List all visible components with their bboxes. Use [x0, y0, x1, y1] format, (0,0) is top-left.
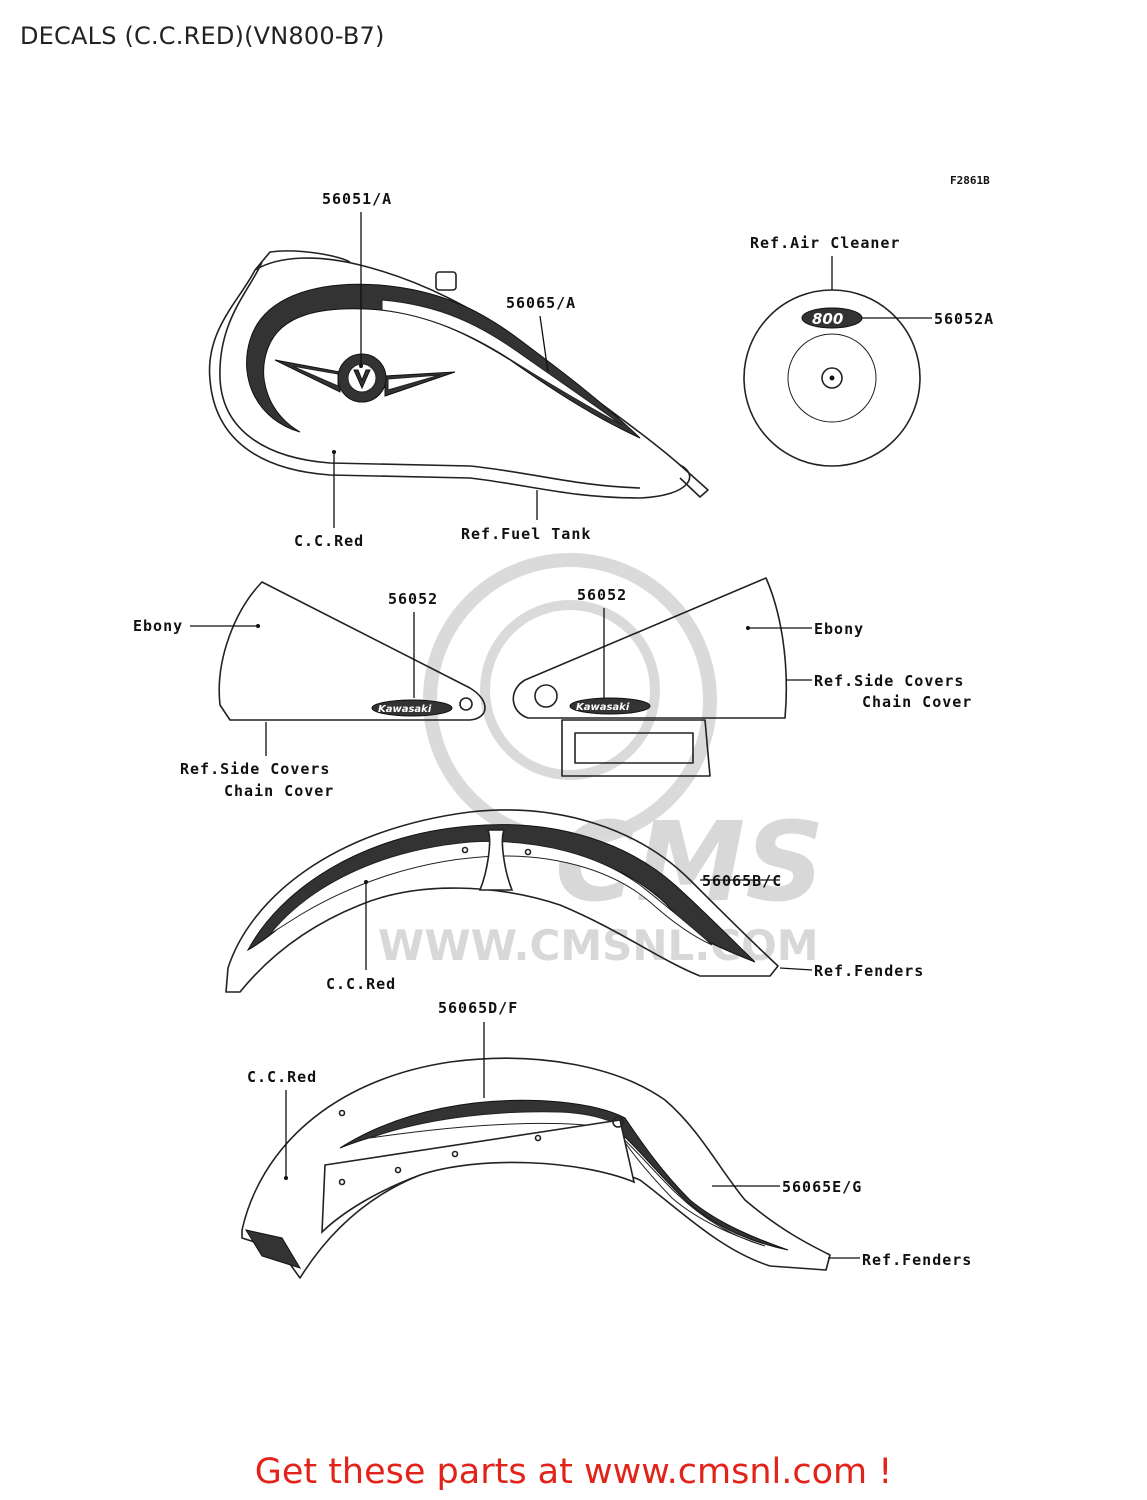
watermark: CMS WWW.CMSNL.COM	[378, 553, 824, 970]
decal-diagram: CMS WWW.CMSNL.COM F2861B	[133, 174, 994, 1279]
label-left-cover-color: Ebony	[133, 617, 183, 635]
label-56065-a: 56065/A	[506, 294, 576, 312]
right-cover-badge: Kawasaki	[576, 702, 630, 713]
left-cover-badge: Kawasaki	[378, 704, 432, 715]
label-front-fender-color: C.C.Red	[326, 975, 396, 993]
air-cleaner-part: 800	[743, 289, 921, 467]
front-fender-part	[225, 809, 779, 993]
label-right-cover-56052: 56052	[577, 586, 627, 604]
label-56065-d-f: 56065D/F	[438, 999, 518, 1017]
air-cleaner-badge: 800	[812, 310, 843, 328]
label-left-cover-ref-1: Ref.Side Covers	[180, 760, 330, 778]
page-title: DECALS (C.C.RED)(VN800-B7)	[20, 22, 385, 50]
label-front-fender-ref: Ref.Fenders	[814, 962, 924, 980]
label-left-cover-56052: 56052	[388, 590, 438, 608]
label-right-cover-ref-2: Chain Cover	[862, 693, 972, 711]
rear-fender-part	[241, 1057, 831, 1279]
label-56065-e-g: 56065E/G	[782, 1178, 862, 1196]
fuel-tank-part	[208, 250, 709, 499]
promo-link[interactable]: Get these parts at www.cmsnl.com !	[254, 1452, 893, 1492]
label-left-cover-ref-2: Chain Cover	[224, 782, 334, 800]
label-ref-fuel-tank: Ref.Fuel Tank	[461, 525, 591, 543]
right-side-cover-part: Kawasaki	[512, 577, 788, 777]
watermark-url-text: WWW.CMSNL.COM	[378, 921, 819, 970]
label-ref-air-cleaner: Ref.Air Cleaner	[750, 234, 900, 252]
label-56052a: 56052A	[934, 310, 994, 328]
label-right-cover-color: Ebony	[814, 620, 864, 638]
figure-id: F2861B	[950, 174, 990, 187]
label-56051-a: 56051/A	[322, 190, 392, 208]
label-right-cover-ref-1: Ref.Side Covers	[814, 672, 964, 690]
label-56065-b-c: 56065B/C	[702, 872, 782, 890]
label-rear-fender-ref: Ref.Fenders	[862, 1251, 972, 1269]
label-fuel-tank-color: C.C.Red	[294, 532, 364, 550]
left-side-cover-part: Kawasaki	[218, 581, 486, 721]
label-rear-fender-color: C.C.Red	[247, 1068, 317, 1086]
fuel-tank-emblem	[274, 353, 456, 403]
